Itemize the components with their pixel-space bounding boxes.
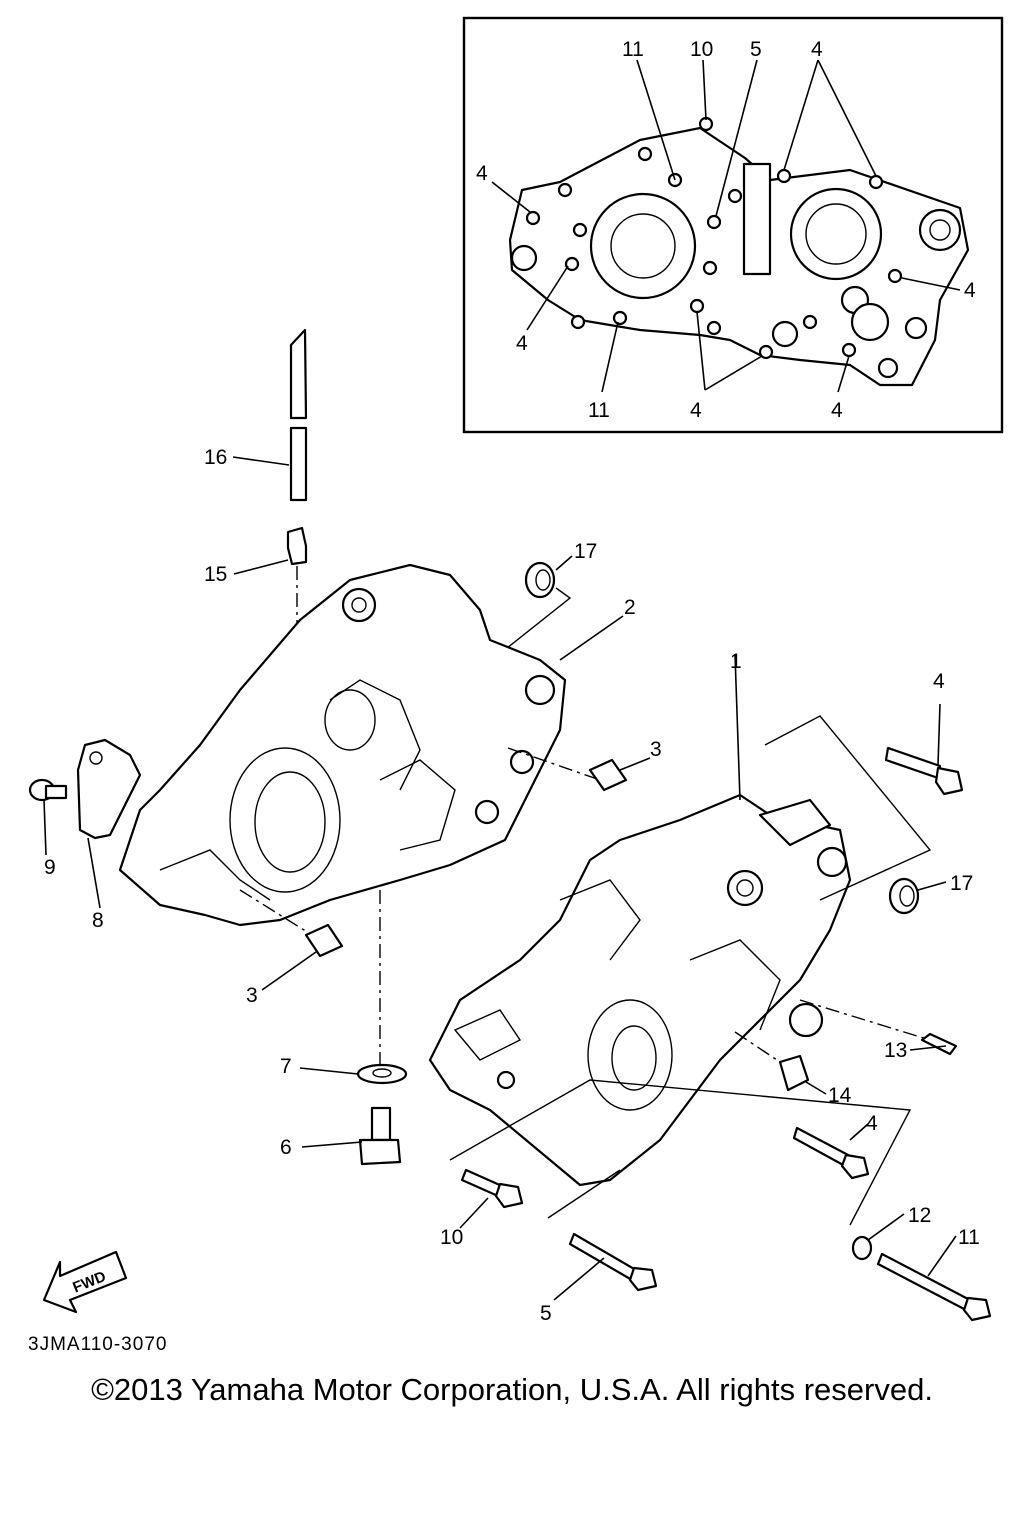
part-7-washer — [356, 890, 408, 1085]
part-3-dowel-upper — [507, 747, 628, 792]
inset-leader-lines — [491, 59, 961, 393]
callout-3-lower: 3 — [246, 984, 258, 1007]
callout-14: 14 — [828, 1084, 852, 1107]
callout-13: 13 — [884, 1039, 907, 1062]
inset-callout-4-lower-left: 4 — [516, 332, 528, 355]
part-4-bolt-lower — [449, 1079, 912, 1226]
inset-bolt-holes — [525, 116, 903, 360]
part-5-bolt — [547, 1169, 658, 1292]
callout-2: 2 — [624, 596, 636, 619]
inset-callout-4-bottom: 4 — [690, 399, 702, 422]
main-leader-lines — [43, 456, 957, 1301]
drawing-code: 3JMA110-3070 — [28, 1334, 168, 1355]
inset-boss-right — [918, 208, 962, 252]
copyright-notice: ©2013 Yamaha Motor Corporation, U.S.A. A… — [91, 1372, 933, 1407]
part-6-drain-bolt — [358, 1106, 402, 1166]
inset-callout-11-top: 11 — [622, 38, 644, 61]
callout-16: 16 — [204, 446, 227, 469]
callout-1: 1 — [730, 650, 742, 673]
inset-bearing-left-inner — [610, 213, 676, 279]
part-2-left-crankcase — [118, 563, 567, 927]
inset-callout-11-bottom: 11 — [588, 399, 610, 422]
part-1-right-crankcase — [428, 793, 852, 1187]
inset-callout-10: 10 — [690, 38, 713, 61]
part-12-washer — [851, 1235, 873, 1261]
inset-bearing-right-inner — [805, 203, 867, 265]
callout-8: 8 — [92, 909, 104, 932]
inset-callout-5: 5 — [750, 38, 762, 61]
inset-hole-c — [877, 357, 899, 379]
inset-callout-4-top: 4 — [811, 38, 823, 61]
part-17-seal-lower — [888, 877, 920, 915]
inset-callout-4-right: 4 — [964, 279, 976, 302]
callout-17-lower: 17 — [950, 872, 973, 895]
callout-12: 12 — [908, 1204, 931, 1227]
callout-17-upper: 17 — [574, 540, 597, 563]
part-9-bolt — [28, 778, 68, 802]
inset-bearing-right-outer — [789, 187, 883, 281]
part-14-fitting — [734, 1031, 810, 1092]
inset-bearing-left-outer — [589, 192, 697, 300]
callout-10: 10 — [440, 1226, 463, 1249]
callout-6: 6 — [280, 1136, 292, 1159]
inset-callout-4-bottom-right: 4 — [831, 399, 843, 422]
inset-boss-left — [510, 244, 538, 272]
inset-view: 11 10 5 4 4 4 4 4 11 4 4 — [462, 16, 1004, 434]
inset-vertical-channel — [742, 162, 772, 276]
part-13-clip — [799, 999, 958, 1056]
callout-11: 11 — [958, 1226, 980, 1249]
inset-hole-a — [771, 320, 799, 348]
main-callouts: 16 15 17 2 1 4 3 9 8 3 17 7 13 14 6 4 10… — [44, 446, 980, 1325]
callout-15: 15 — [204, 563, 227, 586]
callout-9: 9 — [44, 856, 56, 879]
part-4-bolt-upper — [764, 715, 964, 901]
callout-4-lower: 4 — [866, 1112, 878, 1135]
part-11-bolt — [876, 1252, 992, 1322]
inset-callout-4-left: 4 — [476, 162, 488, 185]
callout-5: 5 — [540, 1302, 552, 1325]
inset-hole-b — [904, 316, 928, 340]
part-16-tube — [289, 328, 308, 502]
part-8-bracket — [76, 738, 142, 840]
part-17-seal-upper — [491, 561, 572, 661]
callout-3-upper: 3 — [650, 738, 662, 761]
inset-lower-bore — [850, 302, 890, 342]
callout-4-upper: 4 — [933, 670, 945, 693]
fwd-arrow-icon: FWD — [42, 1250, 128, 1314]
inset-boss-right-inner — [929, 219, 951, 241]
callout-7: 7 — [280, 1055, 292, 1078]
part-10-bolt — [460, 1168, 524, 1209]
part-3-dowel-lower — [239, 889, 344, 958]
